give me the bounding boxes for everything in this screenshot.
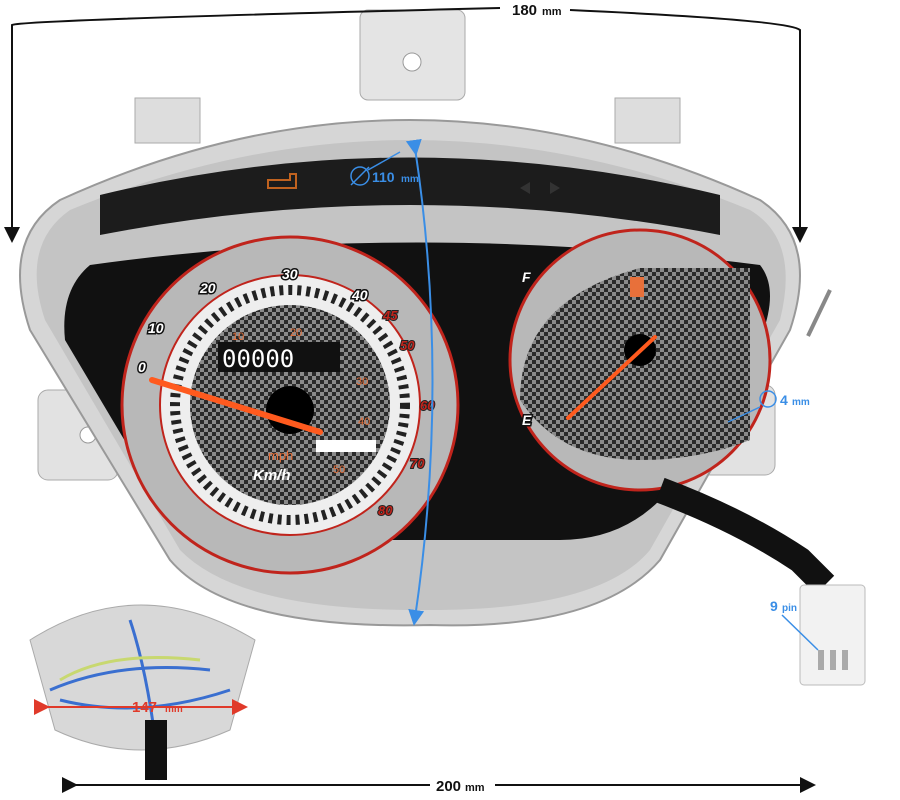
connector-pin-unit: pin xyxy=(782,603,797,614)
height-unit: mm xyxy=(401,174,419,185)
fuel-empty-label: E xyxy=(522,412,532,428)
odometer: 00000 xyxy=(222,345,294,373)
diameter-icon xyxy=(350,166,370,186)
kmh-label: 30 xyxy=(356,376,368,388)
speed-label: 70 xyxy=(410,456,425,471)
kmh-unit-label: Km/h xyxy=(253,467,291,484)
rear-spacing-unit: mm xyxy=(165,704,183,715)
kmh-label: 20 xyxy=(290,327,302,339)
speed-label: 80 xyxy=(378,503,393,518)
bottom-width-unit: mm xyxy=(465,782,485,794)
fuel-gauge: F E xyxy=(508,228,772,492)
top-width-value: 180 xyxy=(512,2,537,19)
diameter-icon xyxy=(759,390,777,408)
hole-diameter-unit: mm xyxy=(792,397,810,408)
bottom-width-value: 200 xyxy=(436,778,461,795)
fuel-needle xyxy=(566,335,657,420)
turn-signal-icon xyxy=(520,182,560,194)
kmh-label: 40 xyxy=(358,416,370,428)
speed-label: 0 xyxy=(138,359,146,375)
engine-warning-icon xyxy=(267,173,297,189)
kmh-label: 10 xyxy=(232,331,244,343)
speed-label: 20 xyxy=(199,280,216,296)
speed-label: 40 xyxy=(351,287,368,303)
mph-label: mph xyxy=(268,448,293,463)
connector-plug xyxy=(799,584,866,686)
speed-needle xyxy=(149,377,323,435)
height-value: 110 xyxy=(372,169,395,185)
speed-label: 50 xyxy=(400,338,415,353)
connector-pin-count: 9 xyxy=(770,598,778,614)
speedometer: 0 10 20 30 40 45 50 60 70 80 10 20 30 40… xyxy=(120,235,460,575)
height-dimension-line xyxy=(405,138,434,626)
rear-spacing-value: 147 xyxy=(132,699,157,716)
kmh-label: 50 xyxy=(333,464,345,476)
fuel-pump-icon xyxy=(630,277,644,297)
hole-diameter-value: 4 xyxy=(780,392,788,408)
speed-label: 10 xyxy=(148,320,164,336)
fuel-full-label: F xyxy=(522,269,531,285)
speed-label: 30 xyxy=(282,266,298,282)
wire-harness xyxy=(655,477,835,595)
rear-view-inset: 147 mm xyxy=(29,604,256,781)
speed-label: 45 xyxy=(382,308,398,323)
top-width-dimension-line xyxy=(11,7,800,235)
top-width-unit: mm xyxy=(542,6,562,18)
